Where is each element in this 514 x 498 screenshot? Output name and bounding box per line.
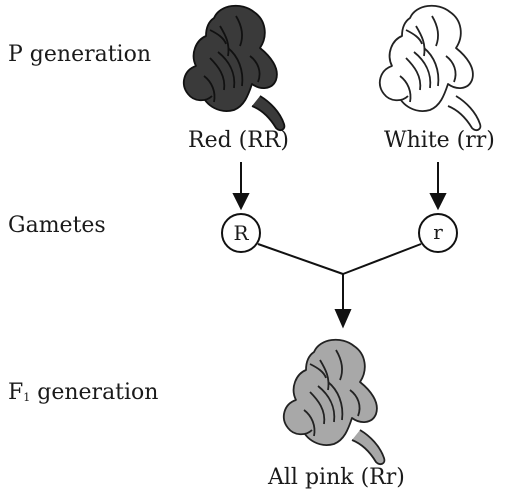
fertilization-lines (257, 243, 422, 275)
f1-generation-label: F1 generation (8, 380, 159, 405)
arrow-red-to-gamete (232, 162, 250, 211)
red-parent-label: Red (RR) (188, 128, 289, 153)
gamete-r: r (418, 213, 458, 253)
arrow-to-f1 (334, 274, 352, 329)
svg-text:r: r (433, 220, 443, 244)
white-parent-label: White (rr) (384, 128, 495, 153)
red-flower-icon (182, 4, 286, 131)
offspring-label: All pink (Rr) (268, 465, 405, 490)
svg-text:R: R (233, 221, 249, 245)
arrow-white-to-gamete (429, 162, 447, 211)
gamete-R: R (221, 213, 261, 253)
p-generation-label: P generation (8, 42, 152, 67)
pink-flower-icon (282, 338, 386, 465)
white-flower-icon (378, 4, 482, 131)
gametes-label: Gametes (8, 213, 106, 238)
